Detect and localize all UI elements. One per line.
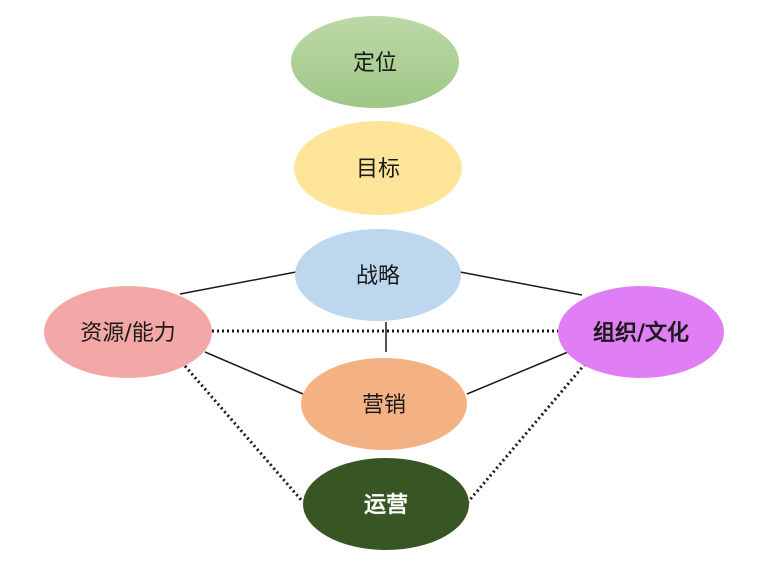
connectors xyxy=(179,271,587,503)
node-positioning-shape xyxy=(291,16,459,108)
node-resources-shape xyxy=(44,286,212,378)
node-strategy: 战略 xyxy=(295,229,461,321)
line-resources-operations xyxy=(183,365,305,503)
node-strategy-label: 战略 xyxy=(356,264,400,289)
node-operations: 运营 xyxy=(303,458,469,550)
line-organization-operations xyxy=(466,363,587,503)
node-strategy-shape xyxy=(295,229,461,321)
node-marketing-label: 营销 xyxy=(362,393,406,418)
node-goal-shape xyxy=(294,121,462,215)
line-resources-strategy xyxy=(179,271,297,295)
line-marketing-organization xyxy=(466,351,569,395)
node-goal-label: 目标 xyxy=(356,157,400,182)
node-organization-label: 组织/文化 xyxy=(593,320,689,346)
node-organization: 组织/文化 xyxy=(558,286,724,378)
node-organization-shape xyxy=(558,286,724,378)
node-positioning: 定位 xyxy=(291,16,459,108)
node-resources: 资源/能力 xyxy=(44,286,212,378)
node-operations-label: 运营 xyxy=(364,493,408,518)
node-marketing: 营销 xyxy=(301,358,467,450)
line-resources-marketing xyxy=(204,351,304,395)
line-strategy-organization xyxy=(459,271,583,296)
node-goal: 目标 xyxy=(294,121,462,215)
node-marketing-shape xyxy=(301,358,467,450)
node-resources-label: 资源/能力 xyxy=(80,321,175,346)
node-positioning-label: 定位 xyxy=(353,51,397,76)
node-operations-shape xyxy=(303,458,469,550)
